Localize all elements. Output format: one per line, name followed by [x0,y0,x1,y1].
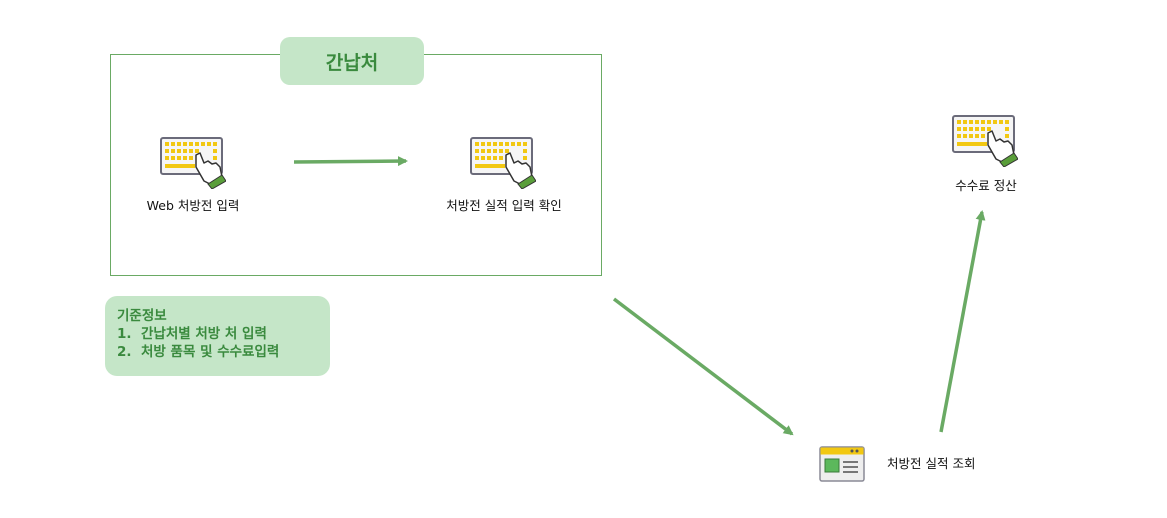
info-item-number: 2. [117,344,132,360]
node-label-lookup: 처방전 실적 조회 [887,456,976,471]
arrow-lookup-to-settlement [939,210,986,433]
node-label-confirm-input: 처방전 실적 입력 확인 [446,198,562,213]
keyboard-hand-icon [160,137,226,189]
info-item-number: 1. [117,326,132,342]
info-item: 1. 간납처별 처방 처 입력 [117,325,318,343]
info-item: 2. 처방 품목 및 수수료입력 [117,343,318,361]
keyboard-hand-icon [470,137,536,189]
reference-info-box: 기준정보 1. 간납처별 처방 처 입력 2. 처방 품목 및 수수료입력 [105,296,330,376]
node-label-fee-settlement: 수수료 정산 [955,178,1017,193]
arrow-group-to-lookup [612,297,794,436]
browser-window-icon [819,446,865,482]
node-label-web-input: Web 처방전 입력 [146,198,240,213]
info-item-text: 간납처별 처방 처 입력 [141,326,267,342]
arrow-input-to-confirm [293,156,408,167]
group-title-tag: 간납처 [280,37,424,85]
keyboard-hand-icon [952,115,1018,167]
info-item-text: 처방 품목 및 수수료입력 [141,344,280,360]
info-title: 기준정보 [117,308,167,324]
